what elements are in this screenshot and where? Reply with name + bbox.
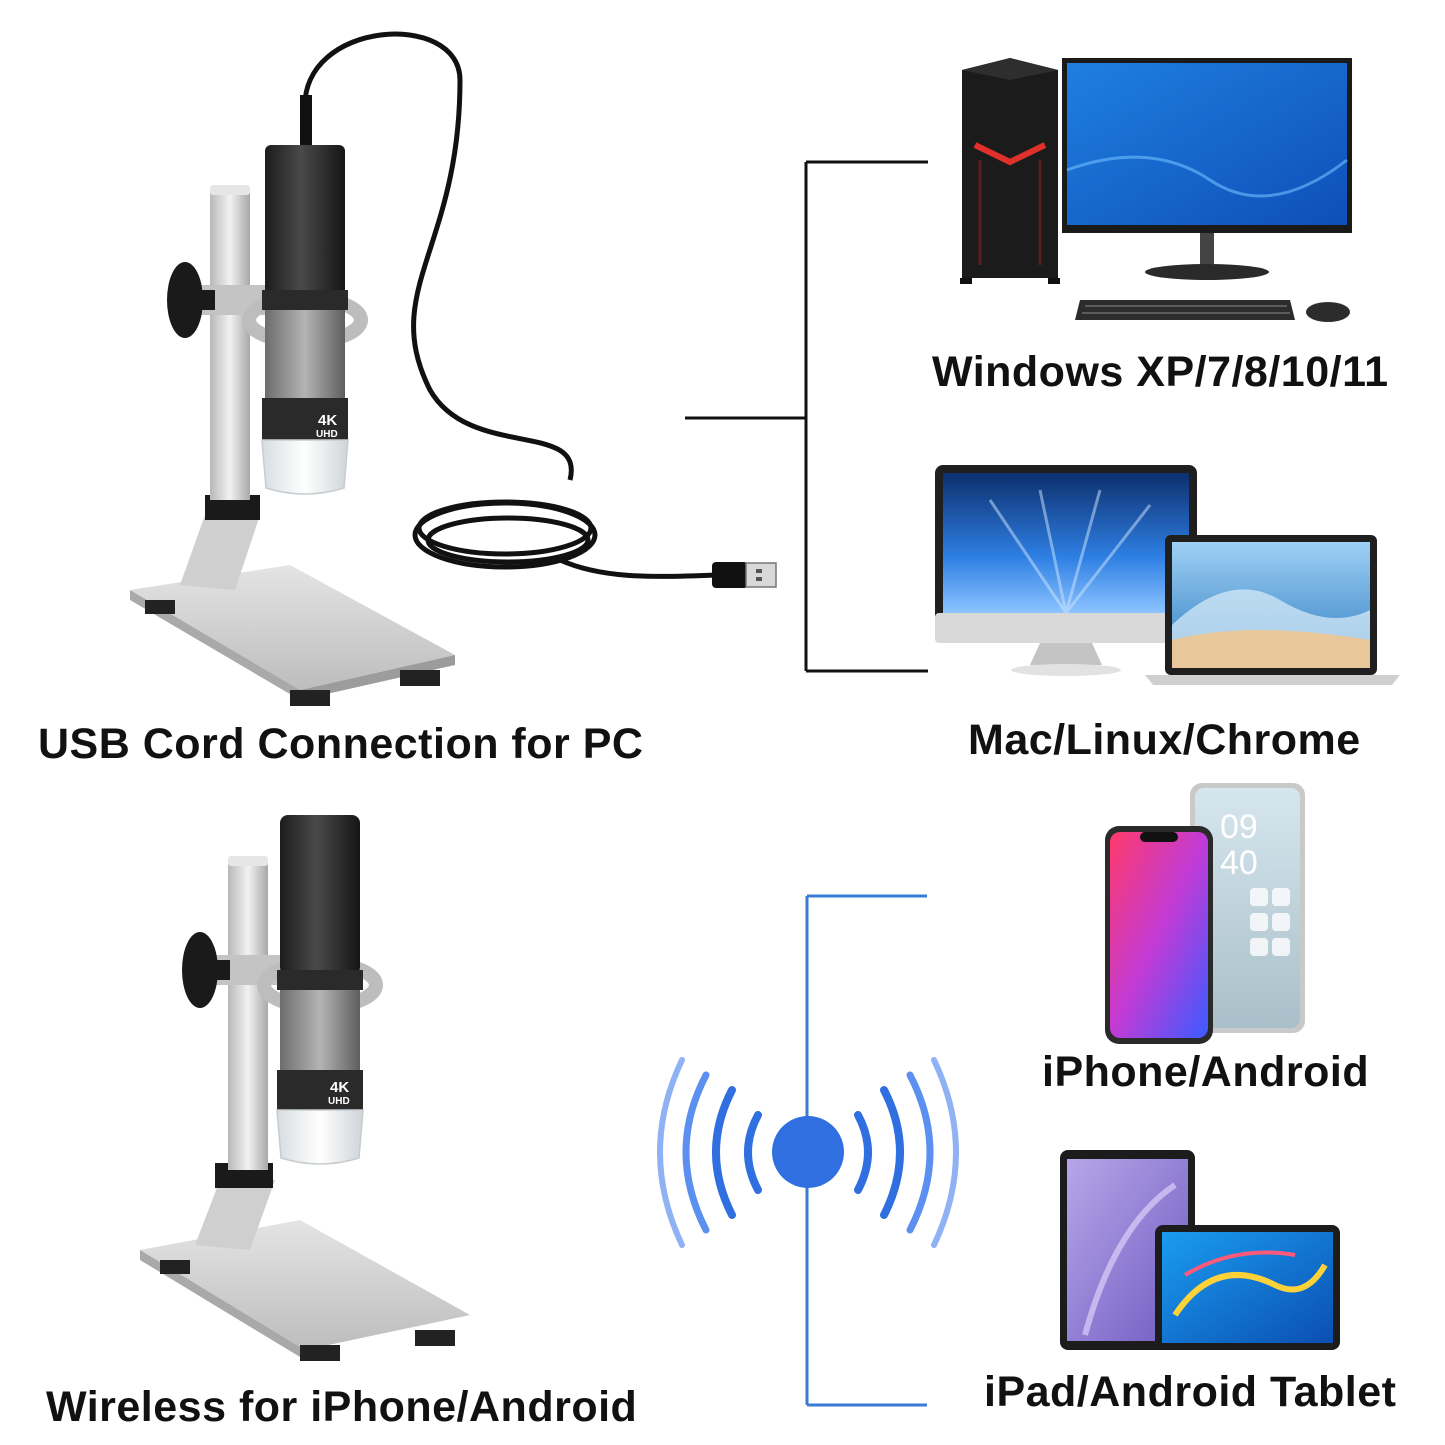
wired-connection-bracket — [685, 160, 928, 673]
smartphone-icon: 09 40 — [1105, 783, 1305, 1044]
wifi-signal-icon — [657, 1057, 959, 1248]
tablet-icon — [1060, 1150, 1340, 1350]
badge-uhd-wireless: UHD — [328, 1096, 350, 1107]
usb-plug-icon — [712, 562, 777, 588]
svg-text:40: 40 — [1220, 844, 1258, 882]
ipad-android-tablet-label: iPad/Android Tablet — [984, 1368, 1397, 1416]
wireless-microscope-illustration: 4K UHD — [140, 815, 470, 1361]
badge-4k-wireless: 4K — [330, 1079, 349, 1096]
wireless-connection-bracket — [657, 894, 959, 1407]
mac-linux-chrome-label: Mac/Linux/Chrome — [968, 716, 1361, 764]
usb-connection-label: USB Cord Connection for PC — [38, 720, 644, 768]
imac-icon — [935, 465, 1197, 676]
iphone-android-label: iPhone/Android — [1042, 1048, 1370, 1096]
badge-4k: 4K — [318, 412, 337, 429]
wireless-connection-label: Wireless for iPhone/Android — [46, 1383, 638, 1431]
laptop-icon — [1145, 535, 1400, 685]
desktop-pc-icon — [960, 58, 1352, 322]
windows-label: Windows XP/7/8/10/11 — [932, 348, 1389, 396]
mac-computers-illustration — [935, 465, 1400, 685]
svg-text:09: 09 — [1220, 808, 1258, 846]
usb-microscope-illustration: 4K UHD — [130, 31, 777, 706]
badge-uhd: UHD — [316, 429, 338, 440]
